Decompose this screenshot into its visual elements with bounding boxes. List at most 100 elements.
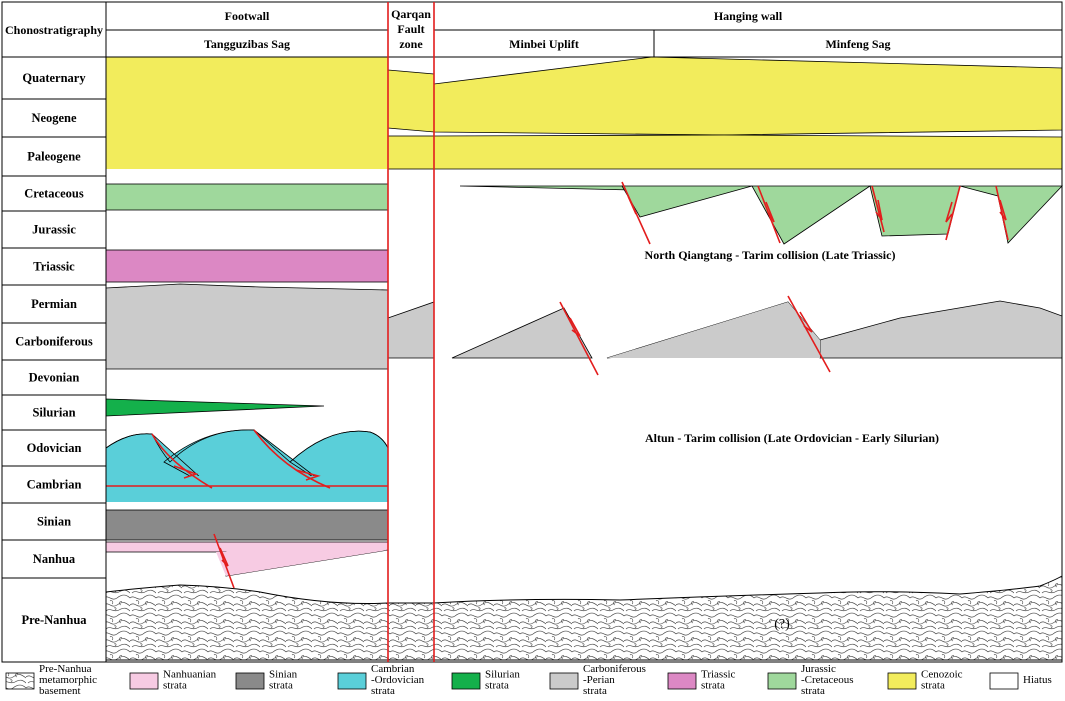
header-footwall-sub: Tangguzibas Sag	[204, 37, 290, 51]
cambrian-base	[106, 476, 388, 502]
period-label-neogene: Neogene	[31, 111, 77, 125]
period-label-devonian: Devonian	[29, 371, 80, 385]
cenozoic-hanging-lower	[433, 134, 1063, 170]
period-label-odovician: Odovician	[27, 441, 82, 455]
legend-swatch	[235, 672, 265, 690]
fault-arrow	[295, 469, 321, 481]
header-fault-zone-1: Qarqan	[391, 7, 431, 21]
legend-label: strata	[701, 680, 725, 692]
legend-label: strata	[485, 680, 509, 692]
fault-line	[559, 301, 599, 376]
cenozoic-footwall	[106, 57, 388, 169]
header-fault-zone-3: zone	[399, 37, 423, 51]
legend-item-hiatus: Hiatus	[989, 672, 1052, 690]
legend-label: strata	[583, 685, 607, 697]
period-label-permian: Permian	[31, 297, 77, 311]
fault-arrow	[173, 465, 199, 479]
header-footwall: Footwall	[225, 9, 270, 23]
jk-hanging-1	[621, 185, 753, 218]
fault-lines	[106, 181, 1009, 589]
strata-layer	[105, 56, 1063, 661]
fault-arrow	[765, 201, 775, 223]
fault-arrow	[219, 547, 229, 567]
jk-hanging-thin	[459, 185, 633, 191]
legend-label: Jurassic	[801, 663, 836, 675]
legend-label: strata	[163, 680, 187, 692]
sinian-footwall	[105, 509, 389, 541]
legend-label: Carboniferous	[583, 663, 646, 675]
cenozoic-faultzone-lower	[387, 135, 435, 170]
legend-label: strata	[801, 685, 825, 697]
header-fault-zone-2: Fault	[397, 22, 424, 36]
header-hanging-wall: Hanging wall	[714, 9, 783, 23]
period-label-nanhua: Nanhua	[33, 552, 76, 566]
basement	[105, 575, 1063, 661]
legend-label: Cenozoic	[921, 669, 963, 681]
period-label-triassic: Triassic	[33, 260, 75, 274]
legend-swatch	[337, 672, 367, 690]
period-label-carboniferous: Carboniferous	[15, 335, 93, 349]
cp-hanging-3	[819, 300, 1063, 359]
legend-label: Cambrian	[371, 663, 415, 675]
cenozoic-faultzone-upper	[387, 69, 435, 133]
header: Chonostratigraphy Footwall Tangguzibas S…	[5, 7, 891, 51]
fault-arrow	[945, 201, 953, 223]
fault-line	[871, 185, 885, 233]
legend-label: Triassic	[701, 669, 736, 681]
legend-swatch	[5, 672, 35, 690]
fault-line	[787, 295, 831, 373]
period-labels: QuaternaryNeogenePaleogeneCretaceousJura…	[15, 71, 93, 627]
fault-arrow	[627, 195, 637, 215]
legend-label: Hiatus	[1023, 674, 1052, 686]
legend-label: basement	[39, 685, 81, 697]
fault-line	[945, 185, 961, 241]
legend-label: -Ordovician	[371, 674, 425, 686]
legend-swatch	[989, 672, 1019, 690]
legend-swatch	[887, 672, 917, 690]
header-minfeng: Minfeng Sag	[825, 37, 890, 51]
header-minbei: Minbei Uplift	[509, 37, 579, 51]
period-label-jurassic: Jurassic	[32, 223, 76, 237]
table-grid	[1, 1, 1063, 663]
jk-hanging-2	[751, 185, 872, 245]
triassic-footwall	[105, 249, 389, 283]
period-label-cretaceous: Cretaceous	[24, 187, 84, 201]
legend-swatch	[767, 672, 797, 690]
jk-hanging-4	[959, 185, 1063, 244]
silurian-wedge	[105, 398, 325, 417]
legend-label: strata	[269, 680, 293, 692]
legend-label: Silurian	[485, 669, 520, 681]
legend-label: Sinian	[269, 669, 298, 681]
annotation-qiangtang: North Qiangtang - Tarim collision (Late …	[645, 248, 896, 262]
legend-label: strata	[921, 680, 945, 692]
fault-arrow	[569, 317, 581, 337]
nanhua-footwall-b	[216, 550, 388, 576]
legend-label: -Perian	[583, 674, 615, 686]
fault-line	[995, 185, 1009, 241]
legend-label: strata	[371, 685, 395, 697]
legend-label: metamorphic	[39, 674, 97, 686]
cretaceous-footwall	[105, 183, 389, 211]
period-label-paleogene: Paleogene	[27, 150, 81, 164]
header-first-col: Chonostratigraphy	[5, 23, 103, 37]
legend-swatch	[549, 672, 579, 690]
legend-swatch	[129, 672, 159, 690]
legend-swatch	[667, 672, 697, 690]
fault-arrow	[999, 199, 1007, 221]
cenozoic-hanging-upper	[433, 56, 1063, 136]
fault-line	[253, 429, 331, 489]
fault-arrow	[799, 311, 813, 333]
cp-faultzone	[387, 301, 435, 359]
annotation-uncertain: (?)	[774, 617, 790, 632]
